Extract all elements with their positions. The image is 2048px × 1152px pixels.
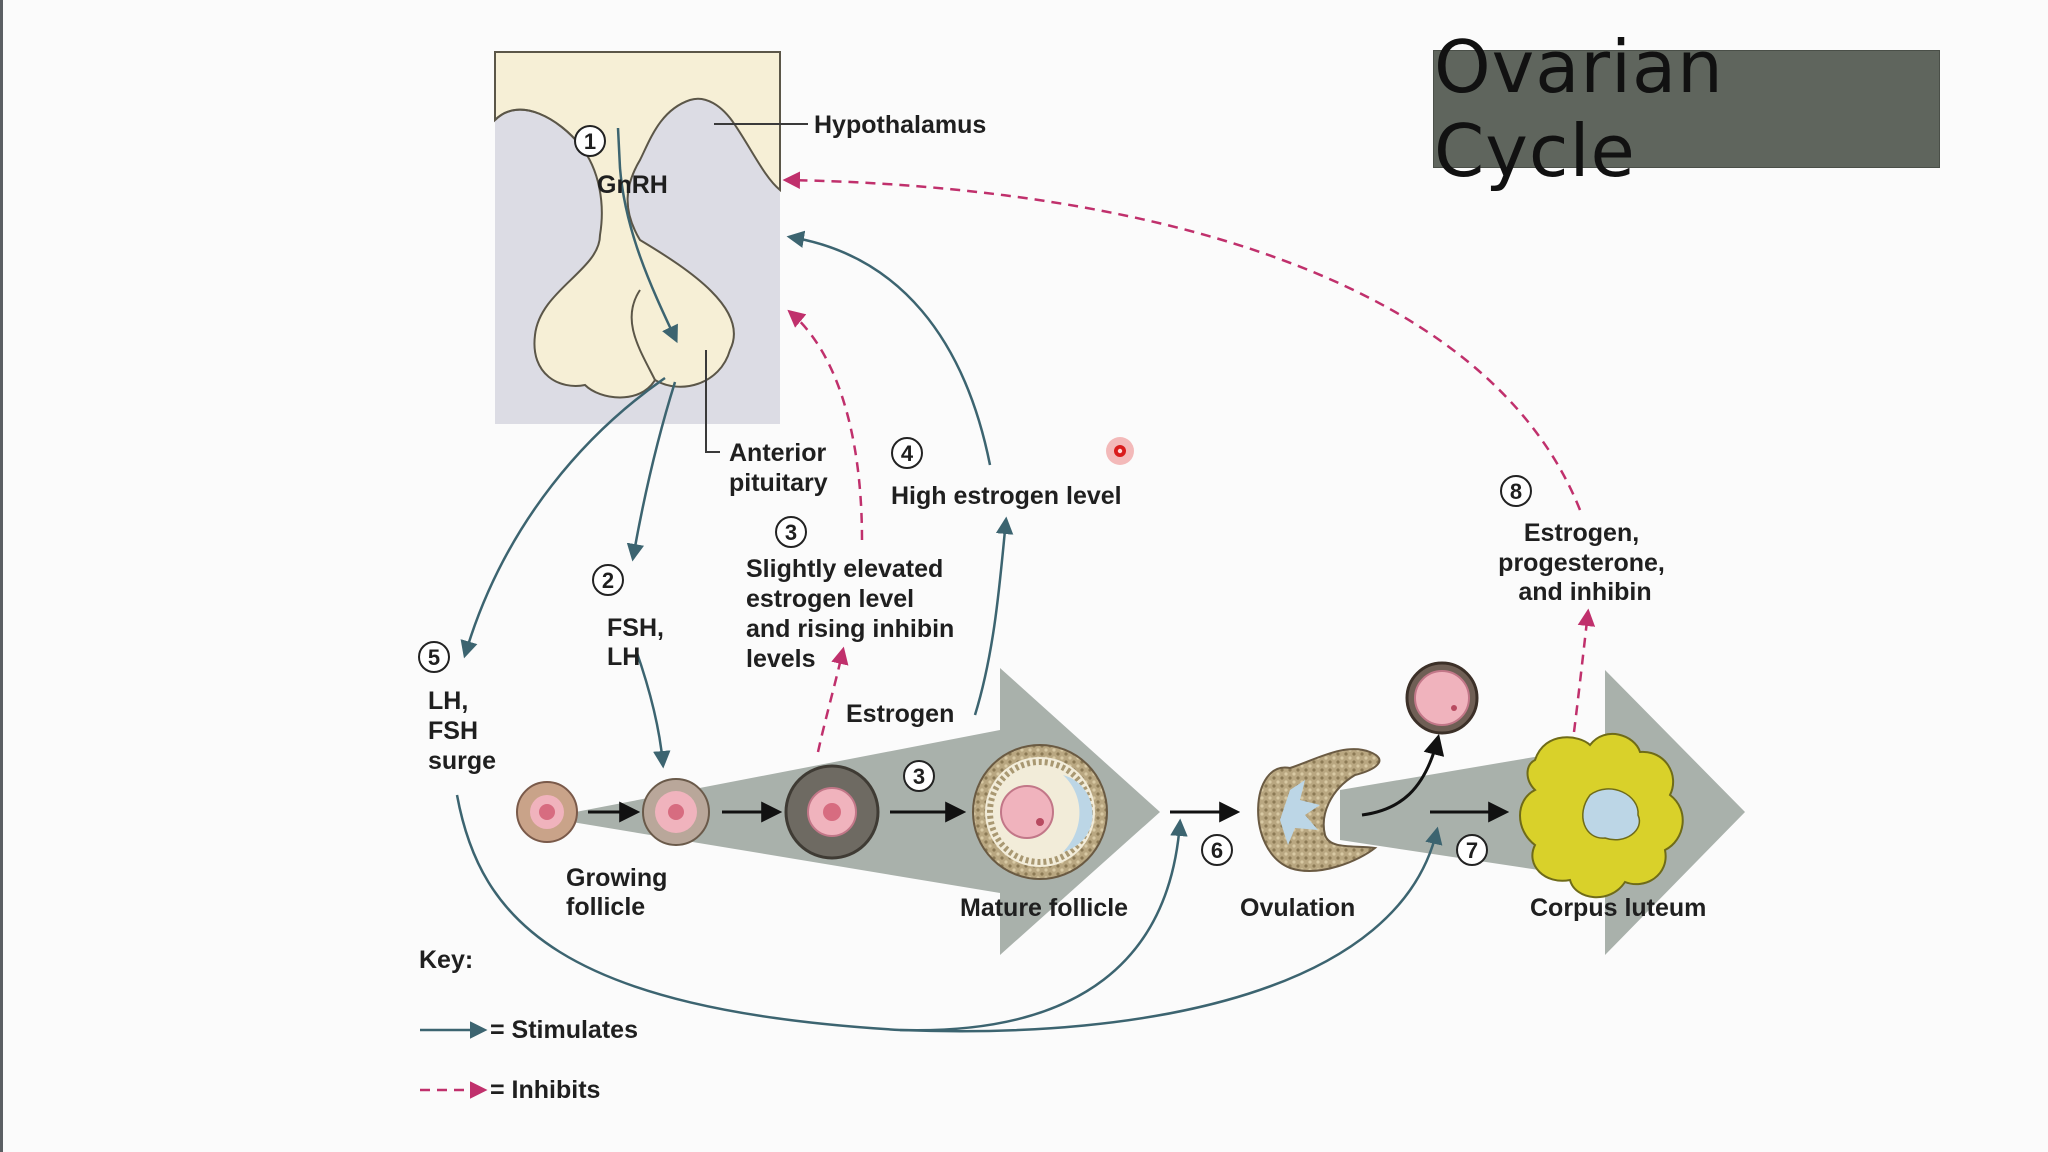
svg-text:3: 3 (913, 764, 925, 789)
svg-text:2: 2 (602, 568, 614, 593)
svg-text:4: 4 (901, 441, 914, 466)
step-3-estrogen-level: 3 (775, 516, 807, 548)
svg-text:6: 6 (1211, 838, 1223, 863)
corpus-luteum-label: Corpus luteum (1530, 894, 1706, 922)
legend: Key: = Stimulates = Inhibits (419, 946, 638, 1104)
slightly-elevated-estrogen-label: Slightly elevated estrogen level and ris… (746, 555, 961, 673)
primary-follicle (642, 778, 710, 846)
svg-text:8: 8 (1510, 479, 1522, 504)
stimulate-arrows (455, 127, 1443, 1033)
anterior-pituitary-label: Anterior pituitary (729, 439, 833, 497)
ovulation-label: Ovulation (1240, 894, 1355, 922)
mature-follicle-label: Mature follicle (960, 894, 1128, 922)
legend-stimulates-label: = Stimulates (490, 1016, 638, 1044)
step-2: 2 (592, 564, 624, 596)
high-estrogen-label: High estrogen level (891, 482, 1122, 510)
svg-text:1: 1 (584, 129, 596, 154)
corpus-luteum-graphic (1519, 733, 1684, 899)
legend-title: Key: (419, 946, 473, 974)
pointer-dot (1106, 437, 1134, 465)
ruptured-follicle (1257, 748, 1381, 872)
primordial-follicle (516, 781, 578, 843)
secondary-follicle (784, 764, 880, 860)
step-6: 6 (1201, 834, 1233, 866)
mature-follicle-graphic (972, 744, 1108, 880)
step-4: 4 (891, 437, 923, 469)
fsh-lh-label: FSH, LH (607, 614, 671, 671)
step-5: 5 (418, 641, 450, 673)
brain-panel (494, 51, 781, 424)
hypothalamus-label: Hypothalamus (814, 111, 986, 139)
growing-follicle-label: Growing follicle (566, 864, 674, 921)
step-7: 7 (1456, 834, 1488, 866)
released-oocyte (1405, 661, 1479, 735)
estrogen-progesterone-inhibin-label: Estrogen, progesterone, and inhibin (1498, 519, 1672, 606)
svg-text:3: 3 (785, 520, 797, 545)
lh-fsh-surge-label: LH, FSH surge (428, 687, 496, 775)
step-3-follicle: 3 (903, 760, 935, 792)
svg-text:5: 5 (428, 645, 440, 670)
slide-title: Ovarian Cycle (1434, 25, 1724, 193)
window-edge (0, 0, 3, 1152)
leader-lines (705, 123, 808, 453)
legend-inhibits-label: = Inhibits (490, 1076, 600, 1104)
inhibit-arrows (782, 171, 1596, 753)
step-1: 1 (574, 125, 606, 157)
svg-text:7: 7 (1466, 838, 1478, 863)
estrogen-label: Estrogen (846, 700, 954, 728)
pituitary-lobe-line (630, 289, 656, 381)
hypothalamus-tissue (494, 51, 781, 399)
step-8: 8 (1500, 475, 1532, 507)
title-box: Ovarian Cycle (1433, 25, 1940, 193)
gnrh-label: GnRH (597, 171, 668, 199)
stage-arrows (588, 733, 1510, 823)
